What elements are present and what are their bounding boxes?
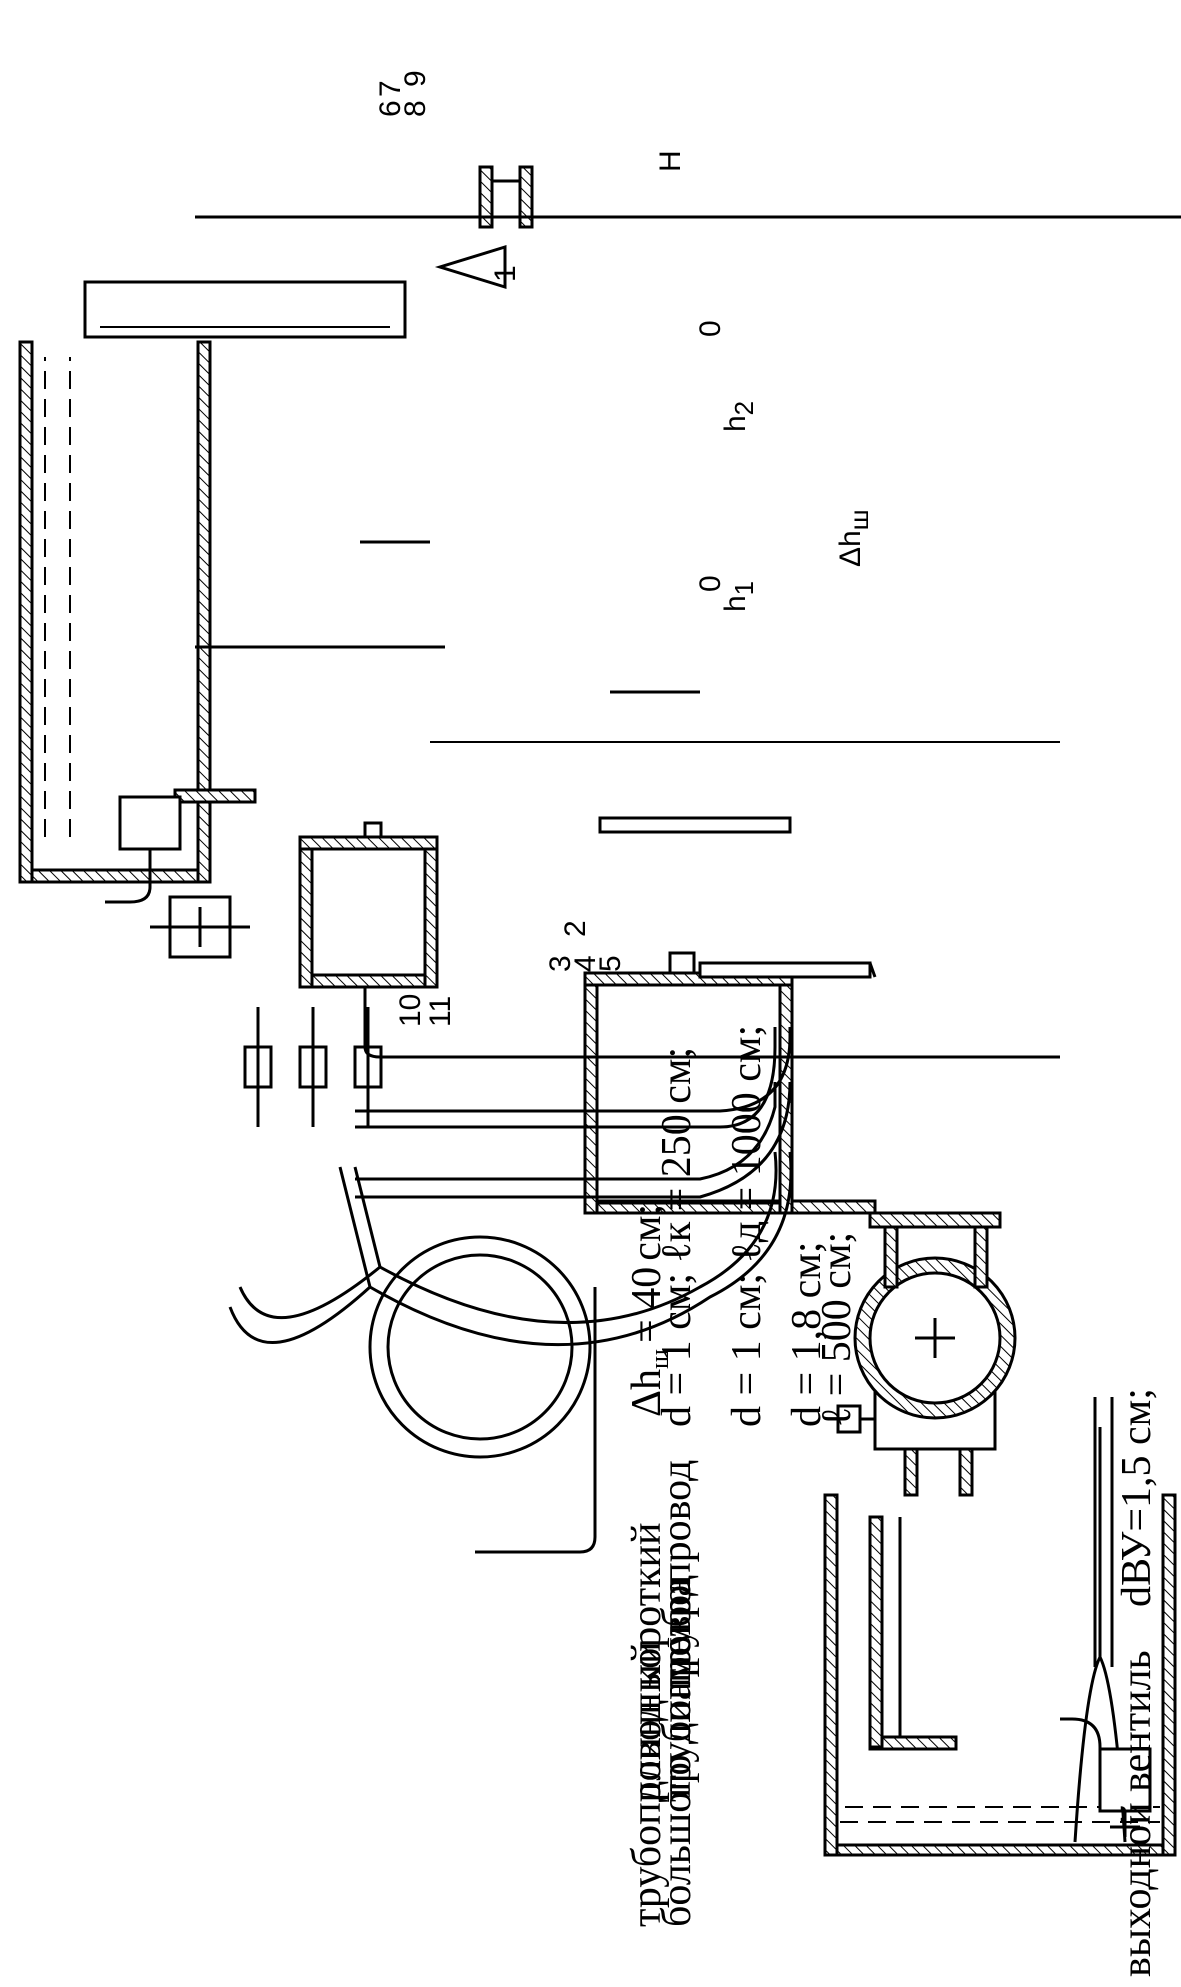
label-5: 5 [594, 955, 627, 972]
tank-outlet [836, 1211, 1017, 1497]
piezometers [363, 816, 1060, 1554]
label-H: H [654, 150, 687, 172]
label-6: 6 [374, 100, 407, 117]
notes-block: Δhш= 40см; короткий трубопровод d = 1 см… [624, 1025, 1160, 1977]
label-h1: h1 [719, 581, 759, 612]
label-zero-left: 0 [694, 575, 727, 592]
dimension-lines [195, 215, 1181, 743]
note-short-pipe-line2: трубопровод [654, 1460, 700, 1687]
note-big-pipe-line2: большого диаметра [654, 1577, 700, 1927]
note-big-pipe-l: ℓ = 500 см; [814, 1232, 860, 1427]
label-9: 9 [399, 70, 432, 87]
note-short-pipe-params: d = 1 см; ℓк = 250 см; [654, 1047, 700, 1427]
note-big-pipe-d: d = 1,8 см; [784, 1241, 830, 1427]
note-long-pipe-line2: трубопровод [654, 1575, 700, 1802]
note-dh: Δhш= 40см; [624, 1204, 674, 1417]
measuring-tank [18, 165, 534, 904]
label-10: 10 [394, 994, 427, 1027]
inlet-chamber [583, 951, 877, 1215]
outlet-chamber [150, 821, 439, 989]
note-long-pipe-line1: длинный [624, 1642, 670, 1802]
note-valve-text: выходной вентиль [1114, 1650, 1160, 1977]
supply-tank [823, 1397, 1177, 1857]
label-7: 7 [374, 80, 407, 97]
label-h2: h2 [719, 401, 759, 432]
note-big-pipe-line1: трубопровод [624, 1700, 670, 1927]
label-4: 4 [569, 955, 602, 972]
label-3: 3 [544, 955, 577, 972]
label-11: 11 [424, 996, 457, 1027]
note-short-pipe-line1: короткий [624, 1523, 670, 1687]
label-2: 2 [559, 920, 592, 937]
note-valve-params: dВУ=1,5 см; [1114, 1388, 1160, 1607]
label-8: 8 [399, 100, 432, 117]
label-1: 1 [489, 265, 522, 282]
labels: 1 2 3 4 5 6 7 8 9 10 11 0 0 H h1 h2 Δhш [374, 70, 874, 1027]
label-dh: Δhш [834, 509, 874, 567]
label-zero-right: 0 [694, 320, 727, 337]
pipe-end-valves [243, 1007, 383, 1127]
note-long-pipe-params: d = 1 см; ℓд = 1000 см; [724, 1025, 770, 1427]
